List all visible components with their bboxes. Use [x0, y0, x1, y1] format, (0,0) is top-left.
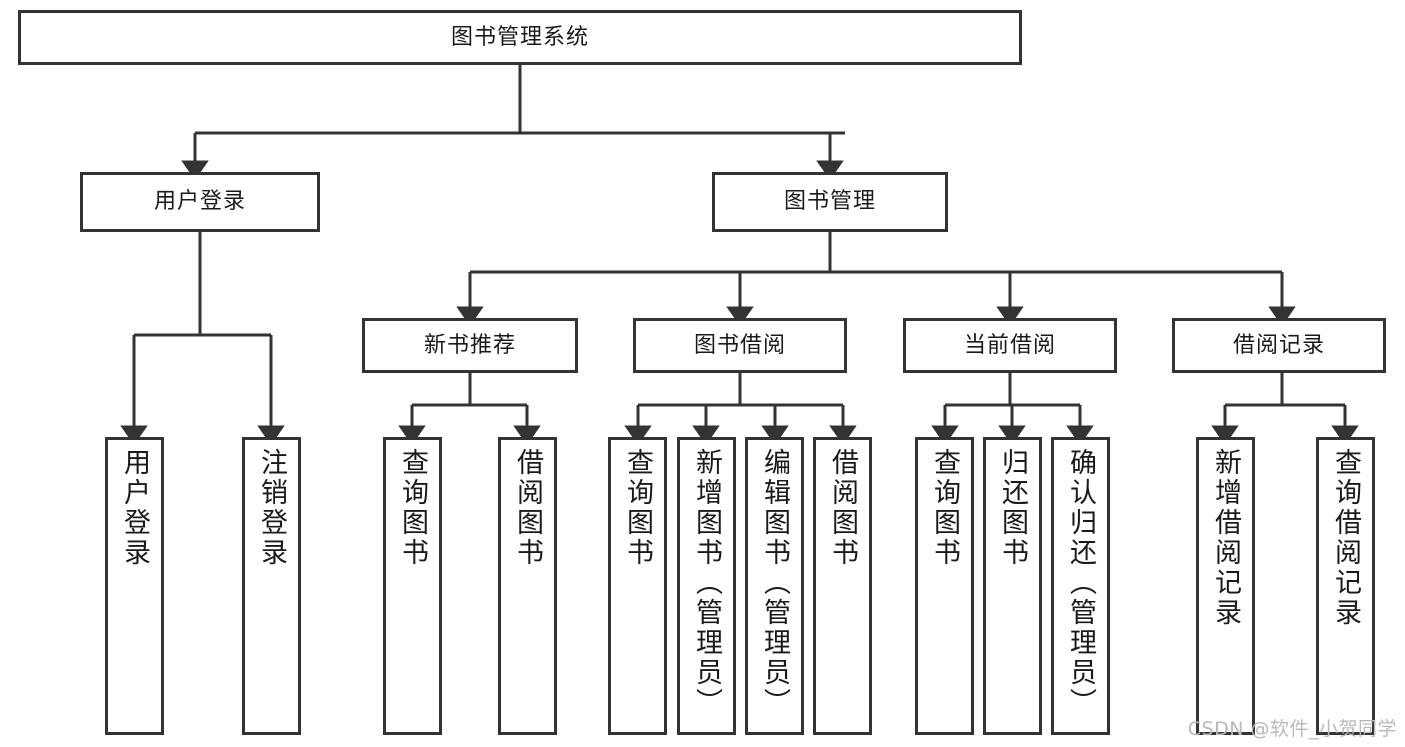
node-borrow-record[interactable]: 借阅记录: [1172, 318, 1386, 373]
node-book-borrow[interactable]: 图书借阅: [633, 318, 847, 373]
node-current-borrow[interactable]: 当前借阅: [903, 318, 1117, 373]
node-label: 图书管理系统: [450, 24, 589, 50]
leaf-book-borrow-borrow[interactable]: 借阅图书: [813, 437, 872, 735]
node-label: 确认归还（管理员）: [1065, 448, 1096, 718]
leaf-current-borrow-return[interactable]: 归还图书: [983, 437, 1042, 735]
node-label: 归还图书: [997, 448, 1028, 568]
node-label: 图书管理: [783, 189, 876, 215]
node-label: 借阅图书: [827, 448, 858, 568]
node-label: 查询借阅记录: [1330, 448, 1361, 628]
node-label: 图书借阅: [693, 332, 786, 358]
node-label: 查询图书: [397, 448, 428, 568]
node-label: 注销登录: [256, 448, 287, 568]
leaf-user-login-login[interactable]: 用户登录: [105, 437, 164, 735]
node-new-book-recommend[interactable]: 新书推荐: [362, 318, 578, 373]
leaf-book-borrow-edit[interactable]: 编辑图书（管理员）: [745, 437, 804, 735]
node-label: 新增借阅记录: [1210, 448, 1241, 628]
leaf-user-login-logout[interactable]: 注销登录: [242, 437, 301, 735]
node-root-book-management-system[interactable]: 图书管理系统: [18, 10, 1022, 65]
leaf-current-borrow-confirm-return[interactable]: 确认归还（管理员）: [1051, 437, 1110, 735]
node-book-management[interactable]: 图书管理: [712, 172, 948, 232]
leaf-book-borrow-query[interactable]: 查询图书: [608, 437, 667, 735]
csdn-watermark: CSDN @软件_小贺同学: [1187, 718, 1397, 740]
node-label: 新书推荐: [423, 332, 516, 358]
node-user-login[interactable]: 用户登录: [80, 172, 320, 232]
leaf-book-borrow-add[interactable]: 新增图书（管理员）: [677, 437, 736, 735]
node-label: 查询图书: [929, 448, 960, 568]
node-label: 用户登录: [119, 448, 150, 568]
node-label: 借阅图书: [512, 448, 543, 568]
leaf-borrow-record-query[interactable]: 查询借阅记录: [1316, 437, 1375, 735]
node-label: 借阅记录: [1232, 332, 1325, 358]
node-label: 用户登录: [153, 189, 246, 215]
leaf-current-borrow-query[interactable]: 查询图书: [915, 437, 974, 735]
node-label: 查询图书: [622, 448, 653, 568]
leaf-new-book-query[interactable]: 查询图书: [383, 437, 442, 735]
leaf-borrow-record-add[interactable]: 新增借阅记录: [1196, 437, 1255, 735]
node-label: 新增图书（管理员）: [691, 448, 722, 718]
node-label: 编辑图书（管理员）: [759, 448, 790, 718]
leaf-new-book-borrow[interactable]: 借阅图书: [498, 437, 557, 735]
node-label: 当前借阅: [963, 332, 1056, 358]
